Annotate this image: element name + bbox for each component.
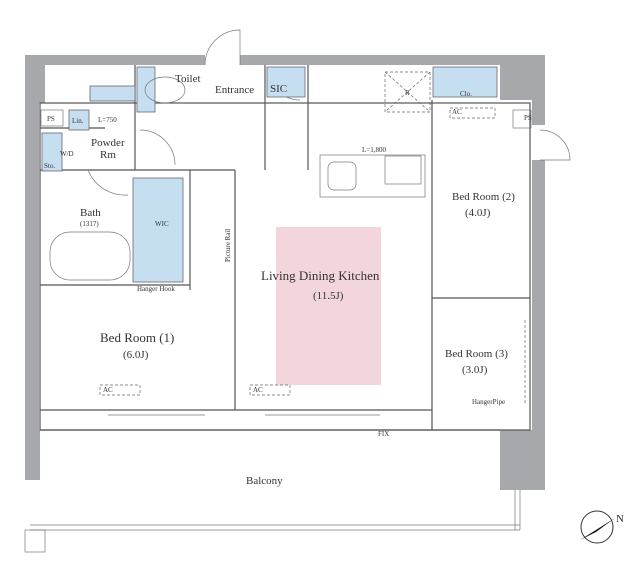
room-labels: Toilet Entrance SIC Lin. L=750 PS W/D St… (44, 73, 532, 487)
label-wd: W/D (60, 150, 74, 158)
label-bedroom3-size: (3.0J) (462, 364, 488, 376)
label-bedroom2: Bed Room (2) (452, 191, 515, 203)
label-ac-bedroom2: AC (452, 108, 462, 116)
label-kitchen-length: L=1,800 (362, 146, 386, 154)
label-bedroom1: Bed Room (1) (100, 330, 174, 345)
label-bath: Bath (80, 207, 101, 219)
label-entrance: Entrance (215, 84, 254, 96)
label-linen: Lin. (72, 117, 84, 125)
label-ldk-size: (11.5J) (313, 290, 344, 302)
label-toilet: Toilet (175, 73, 201, 85)
ldk-highlight (276, 227, 381, 385)
fixtures (40, 71, 532, 405)
label-ac-bedroom1: AC (103, 386, 113, 394)
label-balcony: Balcony (246, 475, 283, 487)
label-bath-size: (1317) (80, 220, 99, 228)
label-hanger-hook: Hanger Hook (137, 285, 175, 293)
label-fix: FIX (378, 430, 389, 438)
label-refrigerator: R (405, 89, 410, 97)
label-closet: Clo. (460, 90, 472, 98)
label-bedroom2-size: (4.0J) (465, 207, 491, 219)
label-picture-rail: Picture Rail (224, 229, 232, 262)
north-arrow-icon: N (580, 510, 624, 544)
label-hanger-pipe: HangerPipe (472, 398, 505, 406)
label-bedroom3: Bed Room (3) (445, 348, 508, 360)
compass-label: N (616, 513, 624, 525)
label-linen-width: L=750 (98, 116, 117, 124)
label-wic: WIC (155, 220, 169, 228)
label-sic: SIC (270, 83, 287, 95)
walls (25, 55, 545, 490)
storage-areas (41, 66, 498, 283)
balcony-outline (24, 429, 521, 553)
label-bedroom1-size: (6.0J) (123, 349, 149, 361)
label-ps-right: PS (524, 114, 532, 122)
label-ldk: Living Dining Kitchen (261, 268, 380, 283)
label-storage: Sto. (44, 162, 55, 170)
label-ps-left: PS (47, 115, 55, 123)
label-powder-room: Powder (91, 137, 125, 149)
label-ac-ldk: AC (253, 386, 263, 394)
label-powder-room-2: Rm (100, 149, 116, 161)
